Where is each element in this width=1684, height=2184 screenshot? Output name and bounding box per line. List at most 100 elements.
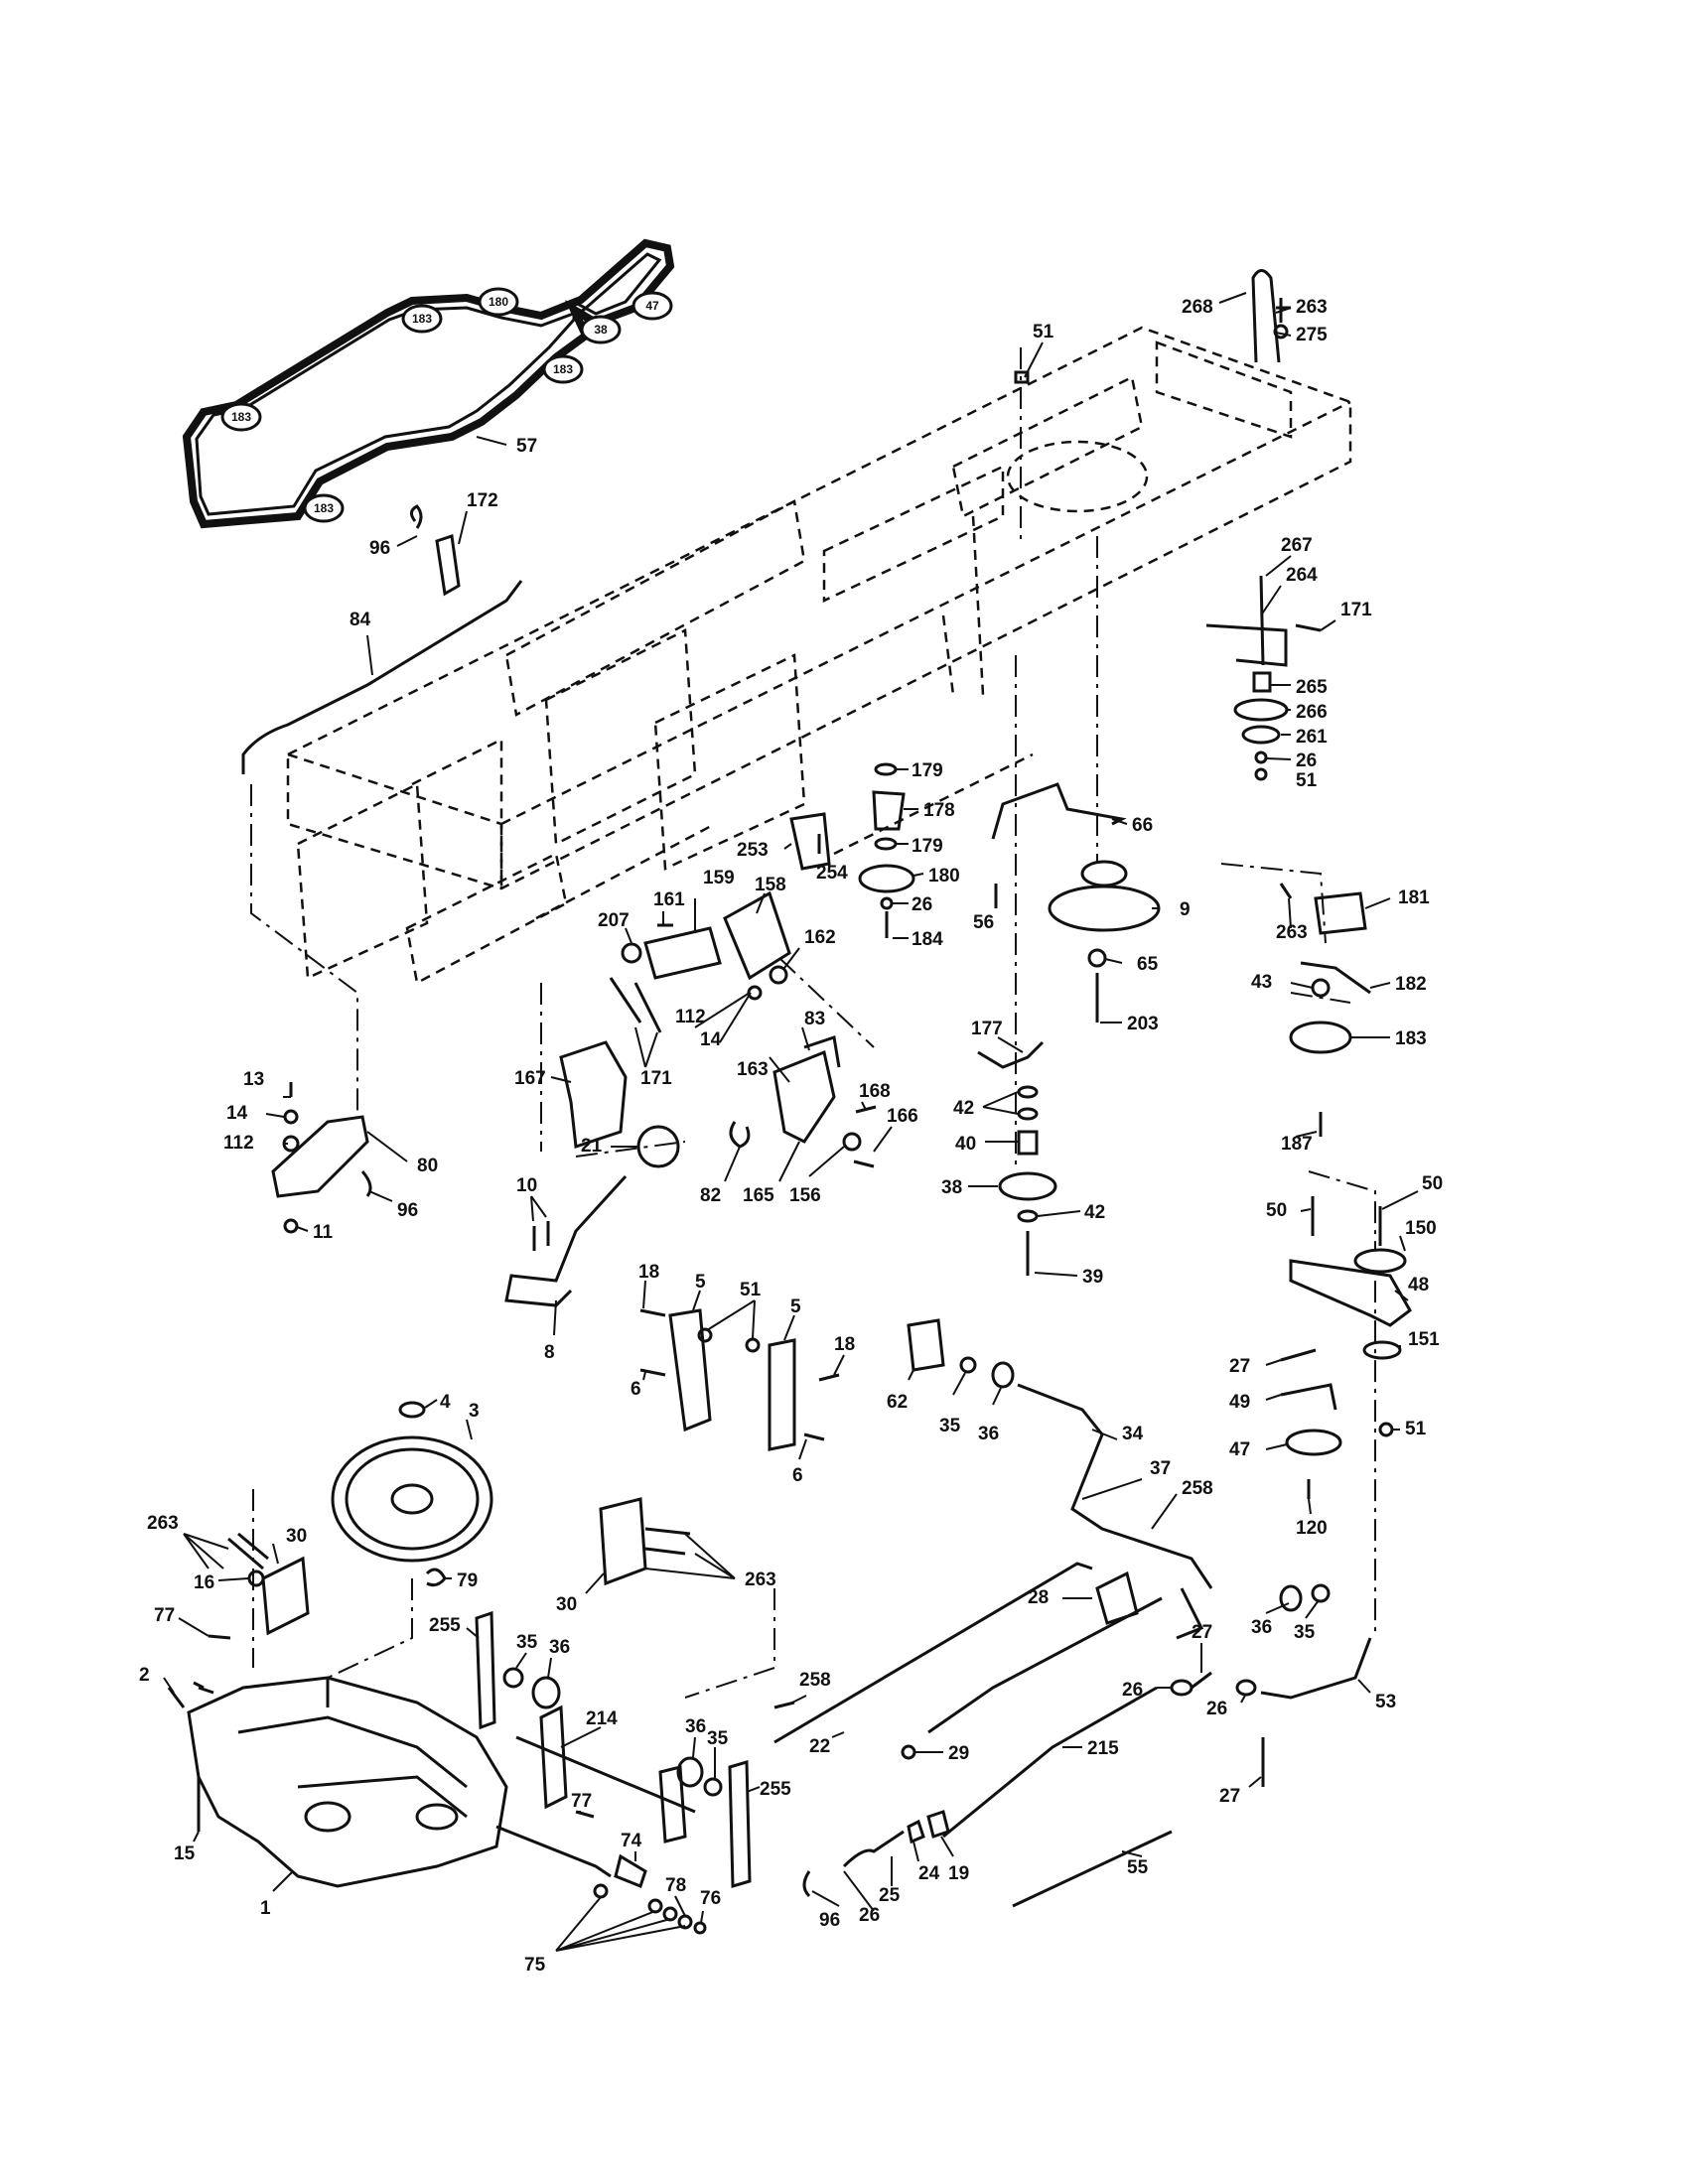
label: 183 xyxy=(1395,1028,1427,1049)
label: 263 xyxy=(1276,922,1308,943)
part-76-ring xyxy=(693,1921,707,1935)
label: 82 xyxy=(700,1185,721,1206)
part-255-link xyxy=(475,1610,496,1730)
part-84-rod xyxy=(241,580,523,774)
part-35-bushing xyxy=(502,1667,524,1689)
part-27-bolt xyxy=(1280,1348,1317,1362)
label: 35 xyxy=(516,1632,538,1653)
label: 264 xyxy=(1286,565,1318,586)
belt-bubble: 180 xyxy=(478,287,519,317)
label: 151 xyxy=(1408,1329,1440,1350)
part-177-rod xyxy=(977,1040,1045,1069)
part-labels: 57 51 268 263 275 172 96 84 267 264 171 … xyxy=(139,297,1443,1976)
label: 75 xyxy=(524,1955,546,1976)
part-36-washer xyxy=(531,1676,561,1709)
label: 265 xyxy=(1296,677,1328,698)
part-162-bushing xyxy=(769,965,788,985)
belt-bubble: 38 xyxy=(580,315,622,344)
part-48-plate xyxy=(1289,1259,1412,1327)
part-66-rod xyxy=(991,782,1127,840)
label: 178 xyxy=(923,800,955,821)
part-51-nut xyxy=(1014,370,1030,384)
label: 3 xyxy=(469,1401,480,1422)
belt-bubble: 183 xyxy=(220,402,262,432)
label: 53 xyxy=(1375,1692,1396,1712)
part-261-bearing xyxy=(1241,725,1281,745)
label: 6 xyxy=(631,1379,641,1400)
label: 187 xyxy=(1281,1134,1313,1155)
part-30-bracket xyxy=(599,1497,647,1586)
label: 167 xyxy=(514,1068,546,1089)
label: 255 xyxy=(760,1779,791,1800)
svg-text:47: 47 xyxy=(645,299,659,313)
label: 35 xyxy=(1294,1622,1316,1643)
part-255-link xyxy=(728,1760,752,1888)
part-9-pulley xyxy=(1048,885,1161,932)
label: 96 xyxy=(819,1910,840,1931)
part-40-spacer xyxy=(1017,1130,1039,1156)
part-75-washer xyxy=(593,1883,609,1899)
part-80-plate xyxy=(271,1115,369,1198)
label: 50 xyxy=(1422,1173,1443,1194)
part-74-spacer xyxy=(614,1853,647,1888)
belt-bubble: 47 xyxy=(632,291,673,321)
label: 83 xyxy=(804,1009,825,1029)
label: 34 xyxy=(1122,1424,1144,1444)
label: 51 xyxy=(1033,322,1054,342)
label: 181 xyxy=(1398,887,1430,908)
label: 177 xyxy=(971,1019,1003,1039)
part-42-washer xyxy=(1017,1085,1039,1099)
label: 57 xyxy=(516,436,537,457)
part-214-shaft xyxy=(515,1735,696,1814)
svg-text:183: 183 xyxy=(412,312,432,326)
part-268-handle xyxy=(1251,269,1281,363)
part-79-key xyxy=(425,1568,447,1587)
label: 35 xyxy=(707,1728,729,1749)
label: 50 xyxy=(1266,1200,1287,1221)
belt-bubble: 183 xyxy=(542,354,584,384)
label: 18 xyxy=(834,1334,855,1355)
part-96-pin xyxy=(802,1870,811,1898)
label: 37 xyxy=(1150,1458,1171,1479)
label: 66 xyxy=(1132,815,1153,836)
part-5-bracket xyxy=(668,1308,712,1433)
part-258-bracket xyxy=(1176,1587,1204,1640)
part-35-bushing xyxy=(703,1777,723,1797)
label: 275 xyxy=(1296,325,1328,345)
leader-lines xyxy=(163,292,1419,1952)
part-2-spring-coil xyxy=(167,1687,186,1708)
part-258-pin xyxy=(773,1701,795,1709)
part-179-washer xyxy=(874,837,898,851)
label: 267 xyxy=(1281,535,1313,556)
part-96-pin xyxy=(360,1170,372,1197)
part-38-pulley xyxy=(998,1171,1057,1201)
label: 36 xyxy=(549,1637,570,1658)
part-9-hub xyxy=(1080,860,1128,887)
part-172-bracket xyxy=(435,534,461,597)
label: 96 xyxy=(369,538,390,559)
label: 253 xyxy=(737,840,769,861)
part-25-spring xyxy=(842,1830,905,1868)
label: 42 xyxy=(953,1098,974,1119)
label: 62 xyxy=(887,1392,908,1413)
part-263-bolts xyxy=(227,1532,269,1570)
label: 207 xyxy=(598,910,630,931)
part-51-nut xyxy=(697,1327,713,1343)
label: 48 xyxy=(1408,1275,1429,1296)
part-16-nut xyxy=(247,1570,265,1587)
part-1-transaxle xyxy=(187,1676,508,1888)
label: 79 xyxy=(457,1570,478,1591)
label: 74 xyxy=(621,1831,642,1851)
label: 165 xyxy=(743,1185,774,1206)
part-53-rod xyxy=(1260,1637,1372,1700)
label: 19 xyxy=(948,1863,969,1884)
label: 172 xyxy=(467,490,498,511)
label: 171 xyxy=(640,1068,672,1089)
part-2-spring xyxy=(193,1681,205,1690)
part-77-key xyxy=(208,1634,231,1640)
label: 76 xyxy=(700,1888,721,1909)
label: 30 xyxy=(556,1594,577,1615)
part-10-pins xyxy=(532,1221,550,1251)
label: 36 xyxy=(978,1424,999,1444)
label: 78 xyxy=(665,1875,686,1896)
